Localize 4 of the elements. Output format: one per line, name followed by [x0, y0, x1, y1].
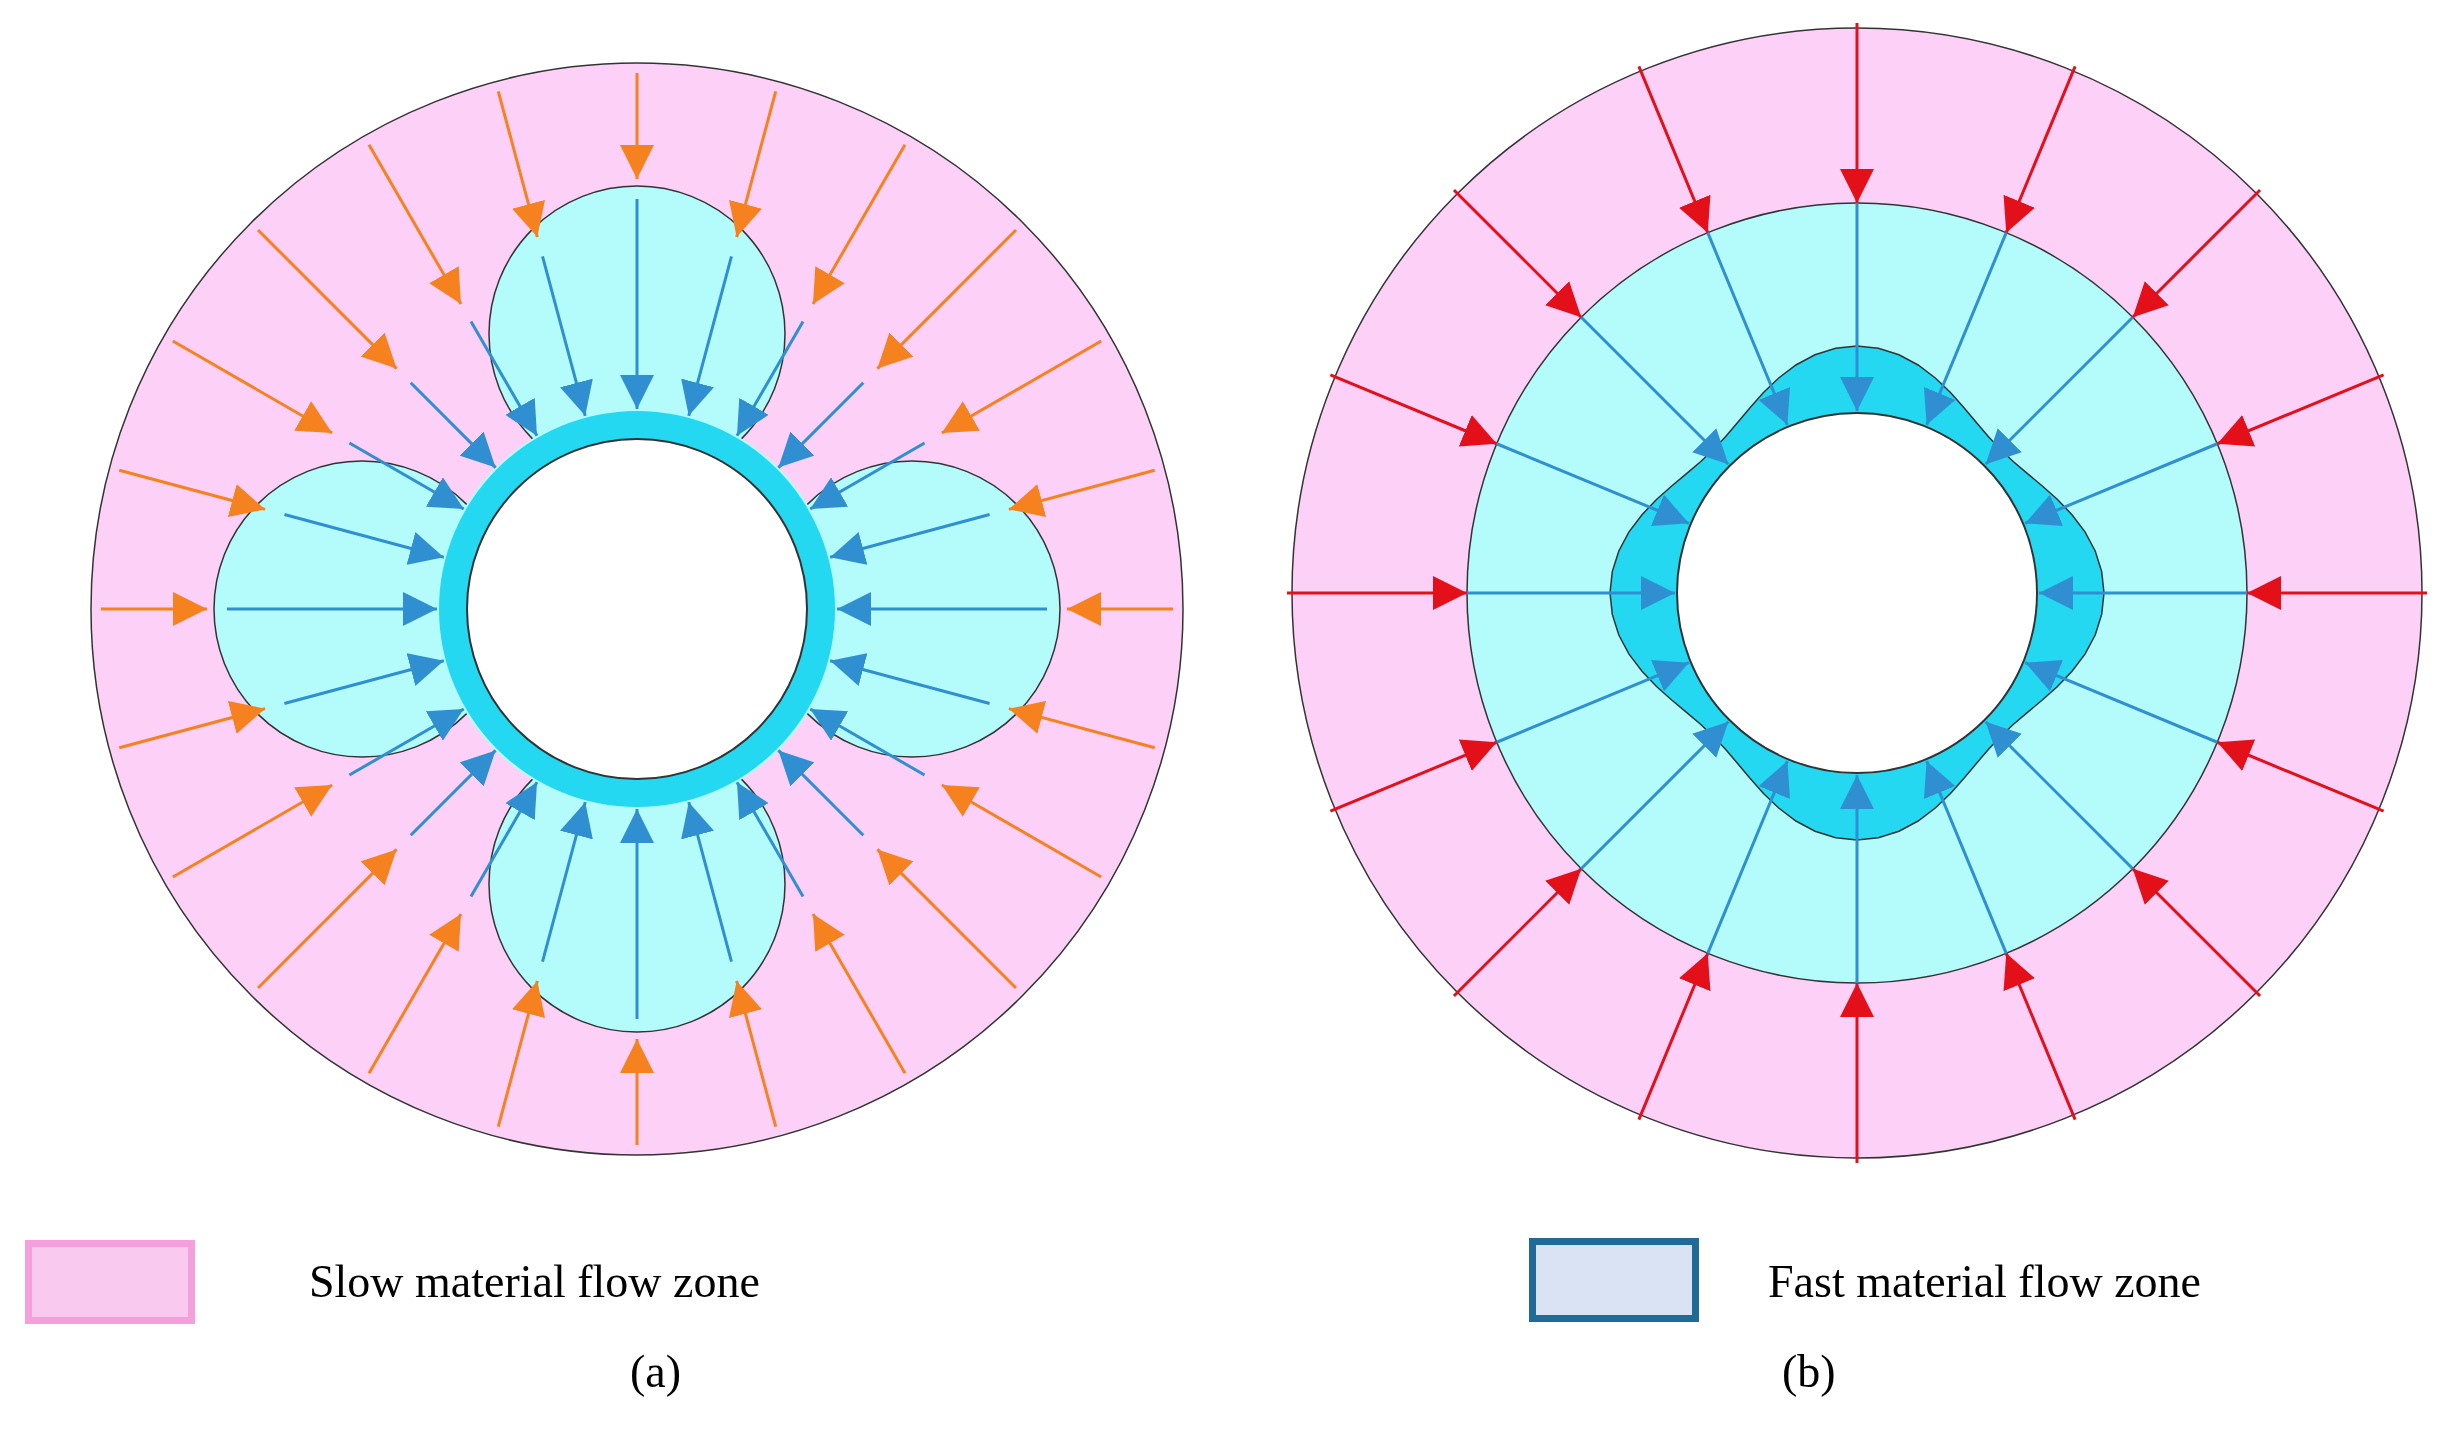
legend-label: Slow material flow zone: [309, 1255, 760, 1308]
panel-label: (b): [1782, 1345, 1836, 1398]
legend-label: Fast material flow zone: [1768, 1255, 2202, 1308]
panel-label: (a): [630, 1345, 682, 1398]
